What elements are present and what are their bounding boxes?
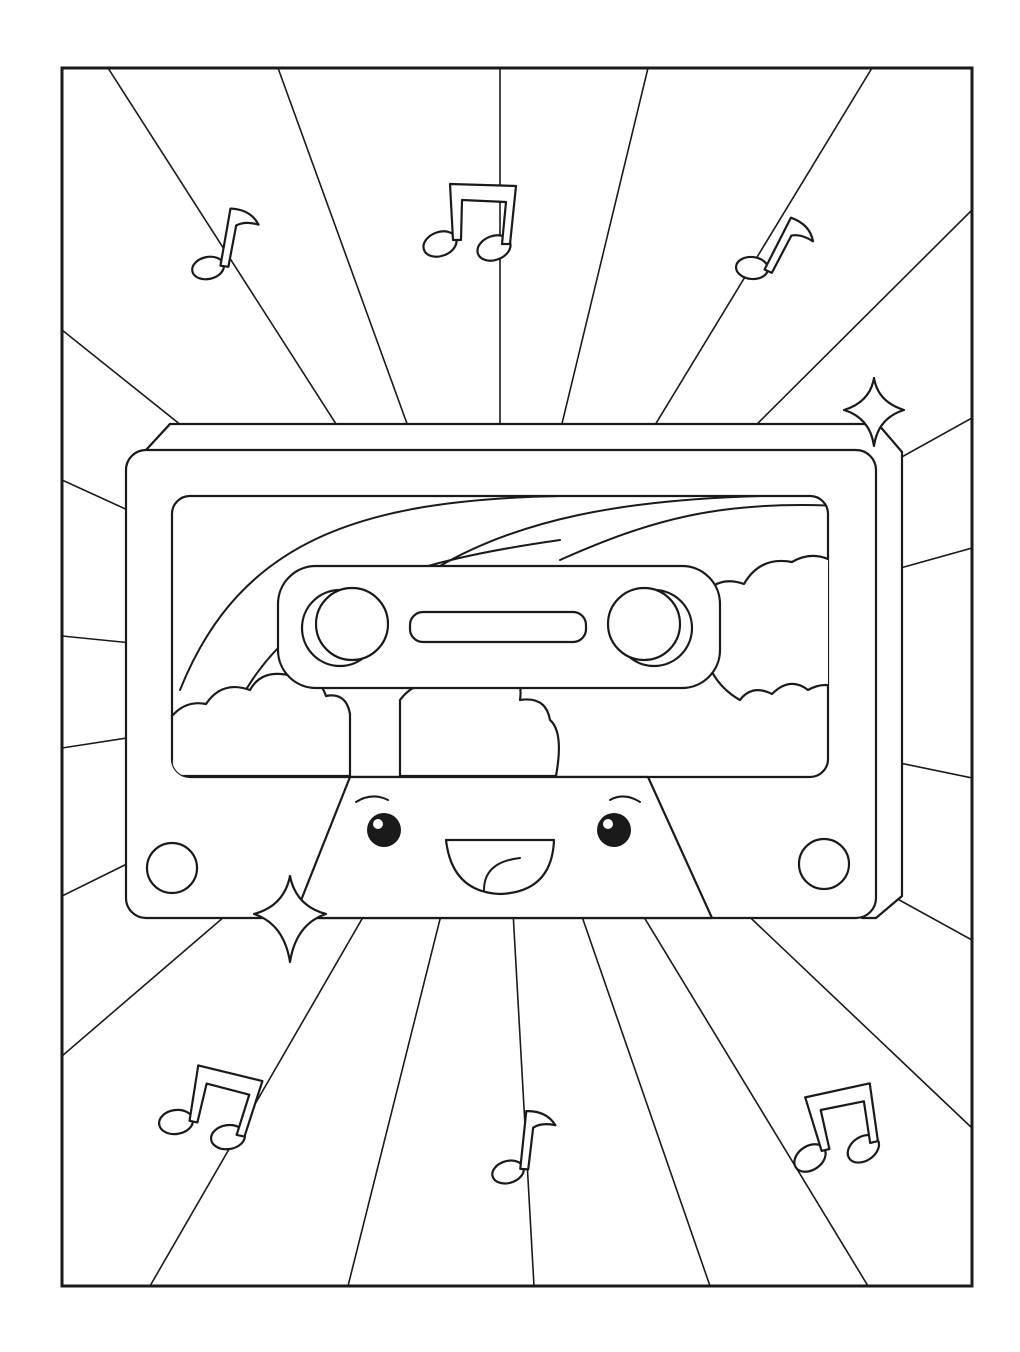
cassette-tape-icon [124,422,904,920]
sparkle-icon [842,376,906,448]
music-note-icon [191,207,260,281]
cloud-icon [172,672,352,777]
right-eye [597,813,631,847]
left-eyebrow [355,795,389,803]
left-reel [300,586,390,668]
left-eye [367,813,401,847]
cassette-face [355,795,641,896]
music-note-icon [157,1064,264,1151]
screw-hole [145,841,199,895]
cloud-icon [698,554,828,702]
page-frame [60,66,974,1288]
tongue [483,857,521,891]
music-note-icon [793,1082,881,1173]
smiling-mouth [444,838,556,896]
right-eyebrow [609,795,641,803]
music-note-icon [422,182,518,262]
music-note-icon [491,1110,557,1185]
tape-slot [408,610,588,644]
music-note-icon [734,216,815,281]
right-reel [606,586,694,668]
screw-hole [797,837,851,891]
sparkle-icon [252,874,328,964]
